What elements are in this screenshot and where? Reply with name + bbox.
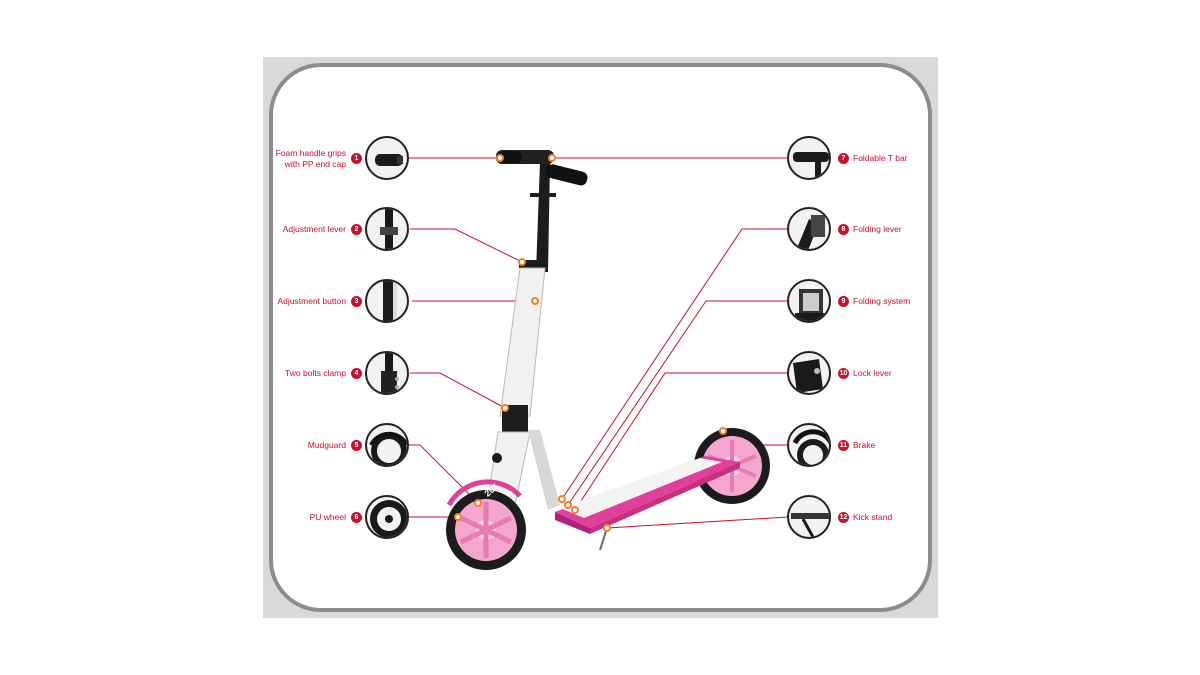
adjustment-button-icon [365,279,409,323]
kick-stand-icon [787,495,831,539]
part-label-8: Folding lever [853,224,902,234]
part-number-4: 4 [351,368,362,379]
part-number-7: 7 [838,153,849,164]
part-number-8: 8 [838,224,849,235]
folding-system-icon [787,279,831,323]
leader-line-12 [606,516,789,529]
handle-grip-icon [365,136,409,180]
leader-line-8 [561,228,788,500]
part-label-2: Adjustment lever [282,224,346,234]
part-label-1: Foam handle grips with PP end cap [275,148,346,169]
part-label-3: Adjustment button [277,296,346,306]
part-label-7: Foldable T bar [853,153,908,163]
pu-wheel-icon [365,495,409,539]
adjustment-lever-icon [365,207,409,251]
leader-line-2 [410,228,523,263]
leader-lines [408,157,790,529]
part-label-9: Folding system [853,296,911,306]
part-number-11: 11 [838,440,849,451]
deck [555,456,740,551]
part-number-9: 9 [838,296,849,307]
part-number-5: 5 [351,440,362,451]
part-label-6: PU wheel [309,512,346,522]
part-label-10: Lock lever [853,368,892,378]
part-label-5: Mudguard [307,440,346,450]
part-number-6: 6 [351,512,362,523]
bolts-clamp-icon [365,351,409,395]
lock-lever-icon [787,351,831,395]
mudguard-icon [365,423,409,467]
stem [485,162,560,521]
part-number-1: 1 [351,153,362,164]
part-number-10: 10 [838,368,849,379]
callout-dots [454,154,727,532]
leader-line-5 [408,444,479,504]
part-number-12: 12 [838,512,849,523]
part-label-12: Kick stand [853,512,893,522]
part-number-3: 3 [351,296,362,307]
leader-line-4 [410,372,506,409]
brake-icon [787,423,831,467]
front-wheel [446,479,526,570]
leader-line-10 [574,372,790,511]
leader-line-9 [567,300,788,506]
part-number-2: 2 [351,224,362,235]
part-label-4: Two bolts clamp [285,368,346,378]
t-bar-icon [787,136,831,180]
folding-lever-icon [787,207,831,251]
handlebar [496,150,588,186]
part-label-11: Brake [853,440,876,450]
